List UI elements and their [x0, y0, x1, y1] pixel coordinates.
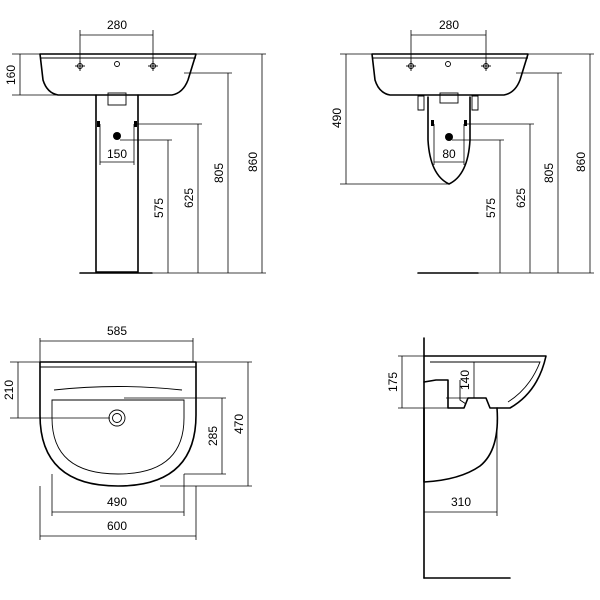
label-supply-height: 625 — [182, 188, 196, 208]
tap-hole-left — [75, 61, 85, 71]
fixing-bolt-right — [464, 120, 467, 126]
side-section-view: 175 140 310 — [386, 337, 547, 579]
label-inner-width: 585 — [107, 324, 127, 338]
label-overall-height: 860 — [246, 152, 260, 172]
drain-hole — [108, 409, 126, 427]
tap-hole-right — [481, 61, 491, 71]
front-pedestal-view: 280 160 150 575 625 805 860 — [4, 18, 266, 274]
front-semi-pedestal-view: 280 490 80 575 625 805 860 — [330, 18, 594, 274]
label-front-depth: 210 — [2, 380, 16, 400]
pedestal-column — [95, 94, 139, 273]
tap-hole-center — [114, 61, 120, 67]
label-overall-height: 860 — [574, 152, 588, 172]
label-rim-drop: 175 — [386, 372, 400, 392]
pedestal-side-profile — [423, 407, 499, 483]
label-shroud-height: 490 — [330, 108, 344, 128]
tap-hole-left — [406, 61, 416, 71]
basin-outline — [371, 53, 529, 96]
basin-side-profile — [423, 355, 547, 409]
waste-outlet — [439, 92, 459, 104]
label-overall-width: 600 — [107, 519, 127, 533]
waste-outlet — [107, 92, 127, 106]
fixing-bolt-right — [134, 121, 137, 127]
label-waste-height: 575 — [484, 198, 498, 218]
basin-plan-outline — [39, 361, 197, 487]
label-bowl-depth: 285 — [206, 426, 220, 446]
label-projection: 310 — [451, 495, 471, 509]
label-basin-height: 160 — [4, 65, 18, 85]
label-supply-spacing: 150 — [107, 147, 127, 161]
basin-outline — [39, 53, 197, 96]
label-bowl-width: 490 — [107, 495, 127, 509]
tap-hole-right — [148, 61, 158, 71]
bracket-right — [471, 95, 479, 111]
label-tap-spacing: 280 — [107, 18, 127, 32]
bowl-outline — [51, 399, 185, 475]
fixing-bolt-left — [431, 120, 434, 126]
basin-inner-profile — [430, 361, 541, 403]
fixing-bolt-left — [97, 121, 100, 127]
top-plan-view: 585 210 285 470 490 600 — [2, 324, 252, 540]
label-overall-depth: 470 — [232, 414, 246, 434]
label-waste-height: 575 — [152, 198, 166, 218]
label-trap-offset: 140 — [458, 370, 472, 390]
bracket-left — [417, 95, 425, 111]
label-supply-height: 625 — [514, 188, 528, 208]
label-rim-height: 805 — [212, 163, 226, 183]
waste-point — [113, 132, 121, 140]
label-rim-height: 805 — [542, 163, 556, 183]
label-tap-spacing: 280 — [439, 18, 459, 32]
tap-hole-center — [445, 61, 451, 67]
overflow-edge — [53, 386, 183, 391]
label-supply-spacing: 80 — [442, 147, 456, 161]
overflow-channel — [459, 380, 467, 405]
waste-point — [445, 133, 453, 141]
